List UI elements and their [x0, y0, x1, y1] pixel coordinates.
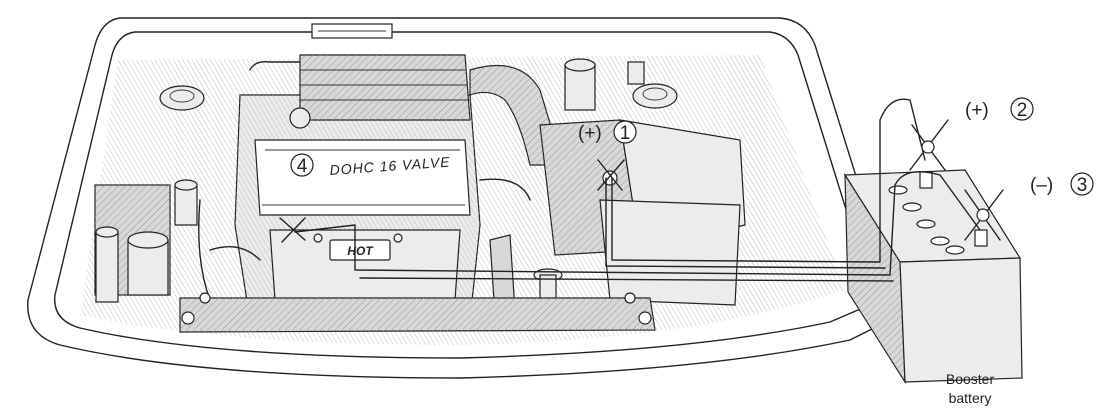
- right-strut-cap: [627, 61, 678, 109]
- positive-clamp-booster: [909, 119, 949, 171]
- positive-clamp-engine: [597, 159, 625, 191]
- callout-2: [1010, 97, 1034, 121]
- booster-caption-line2: battery: [949, 390, 992, 406]
- hot-plate-text: HOT: [347, 244, 374, 258]
- callout-1-number: 1: [620, 123, 631, 144]
- vehicle-positive-terminal: [602, 170, 618, 186]
- booster-battery-front: [899, 257, 1023, 383]
- left-strut-cap: [159, 85, 205, 111]
- callout-2-number: 2: [1017, 100, 1028, 121]
- label-negative-booster: (–): [1030, 175, 1053, 196]
- booster-battery: [843, 169, 1023, 385]
- label-positive-booster: (+): [965, 100, 989, 121]
- booster-negative-post: [974, 229, 988, 247]
- positive-cable: [611, 98, 926, 263]
- negative-clamp-booster: [964, 189, 1004, 241]
- callout-3: [1070, 172, 1094, 196]
- booster-caption-line1: Booster: [946, 371, 995, 387]
- negative-cable: [294, 171, 981, 276]
- radiator-support: [179, 292, 656, 333]
- callout-4: [290, 153, 314, 177]
- label-positive-engine: (+): [578, 123, 602, 144]
- callout-4-number: 4: [297, 156, 308, 177]
- booster-positive-post: [919, 171, 933, 189]
- left-components: [94, 179, 198, 303]
- jumper-cables: [294, 98, 981, 282]
- hot-warning-plate: [329, 239, 391, 261]
- callout-3-number: 3: [1077, 175, 1088, 196]
- ground-clamp-engine: [279, 217, 306, 243]
- callout-1: [613, 120, 637, 144]
- engine: HOT DOHC 16 VALVE: [234, 54, 481, 321]
